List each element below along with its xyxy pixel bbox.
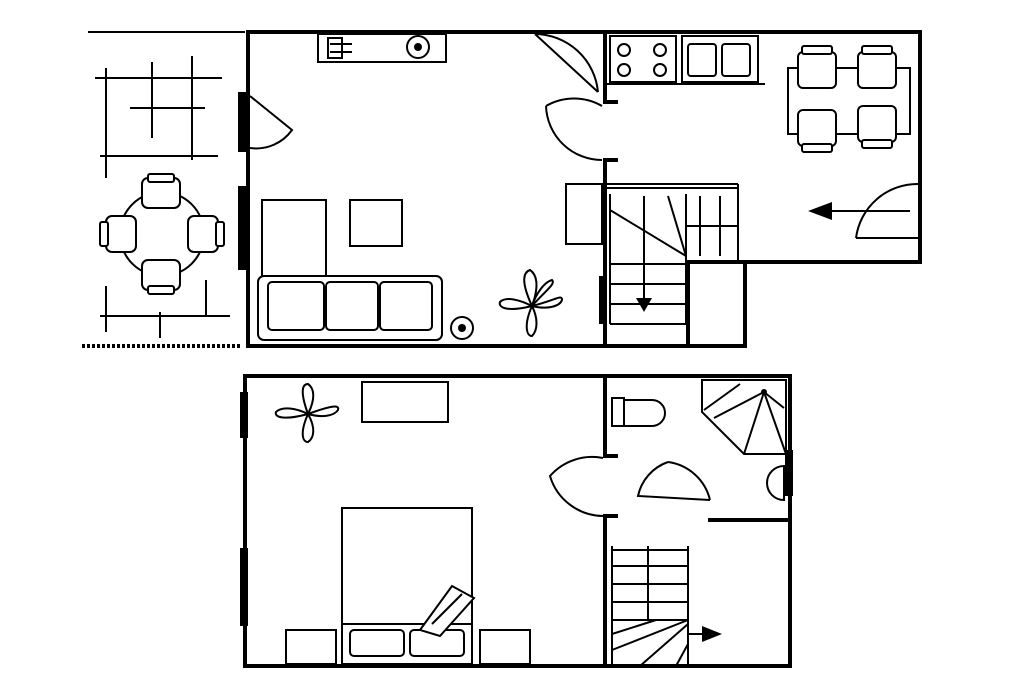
nightstand-right <box>479 629 531 665</box>
toilet-icon <box>611 397 666 427</box>
sofa <box>257 275 443 341</box>
terrace <box>82 31 245 348</box>
dresser <box>361 381 449 423</box>
double-bed <box>341 507 476 665</box>
entrance-arrow <box>808 202 910 220</box>
dining-table <box>787 45 911 153</box>
upper-floor-walls <box>243 374 792 668</box>
ground-floor-doors <box>249 33 919 239</box>
floor-lamp-icon <box>450 316 474 340</box>
bedroom <box>274 381 604 665</box>
nightstand-left <box>285 629 337 665</box>
round-dining-table <box>99 173 225 295</box>
living-room <box>257 33 564 341</box>
kitchen <box>609 35 759 83</box>
upper-floor-staircase <box>611 546 722 667</box>
plant-icon <box>498 268 564 338</box>
bathroom <box>611 379 787 502</box>
ground-floor-staircase <box>565 183 738 325</box>
plant-icon <box>274 382 340 444</box>
coffee-table <box>349 199 403 247</box>
shower-icon <box>701 379 787 455</box>
ground-floor <box>82 30 922 348</box>
washbasin-icon <box>766 464 785 502</box>
terrace-pergola-grid <box>95 56 230 338</box>
kitchen-sink <box>681 35 759 83</box>
upper-floor-windows <box>240 392 793 626</box>
armchair <box>261 199 327 277</box>
tv-cabinet <box>317 33 447 63</box>
upper-floor <box>240 374 793 668</box>
